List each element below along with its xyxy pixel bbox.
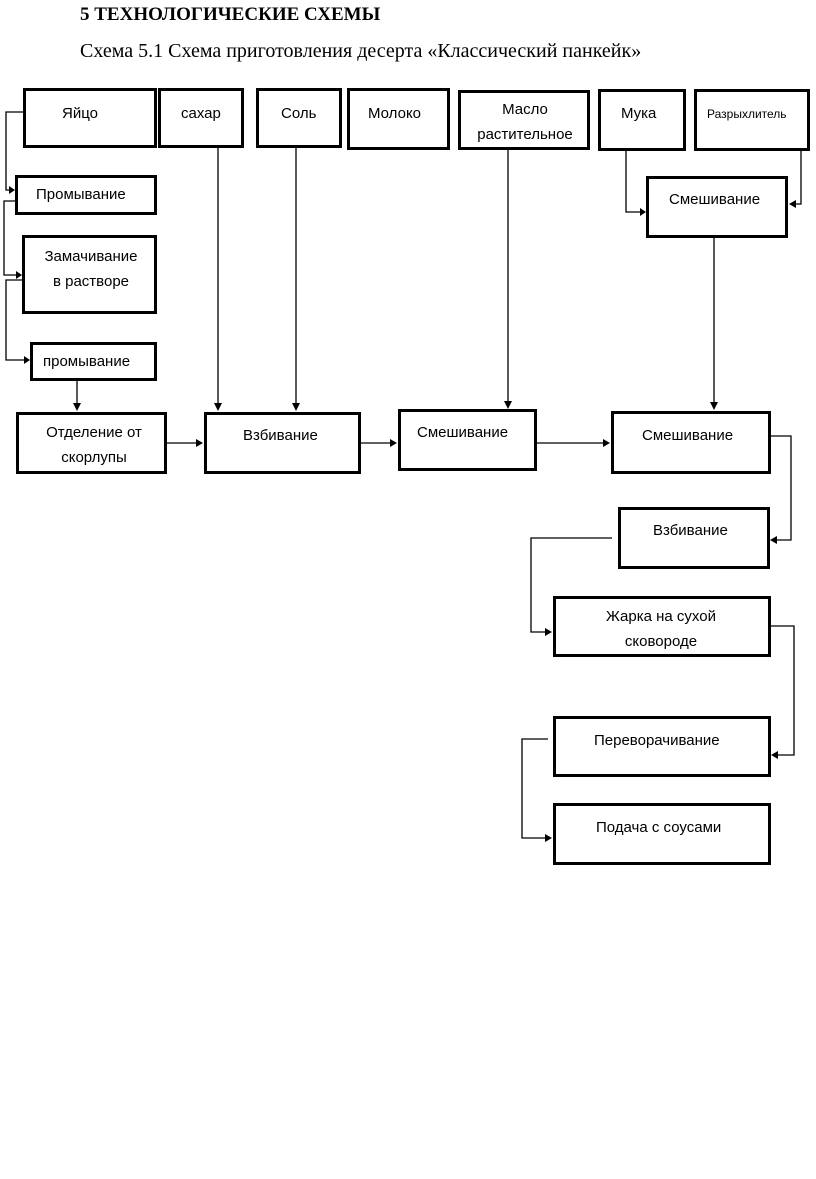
arrowhead-sugar-whipping bbox=[214, 403, 222, 411]
arrowhead-turning-serving bbox=[545, 834, 552, 842]
box-mixing-dry-label: Смешивание bbox=[669, 191, 761, 208]
arrowhead-dry-mixing2 bbox=[710, 402, 718, 410]
box-mixing-1-label: Смешивание bbox=[417, 424, 509, 441]
box-washing-2-label: промывание bbox=[43, 353, 131, 370]
connector-washing-soaking bbox=[3, 200, 17, 276]
box-turning-label: Переворачивание bbox=[594, 732, 720, 749]
box-whipping-2-label: Взбивание bbox=[653, 522, 728, 539]
box-whipping-1-label: Взбивание bbox=[243, 427, 318, 444]
box-shell-separation: Отделение от скорлупы bbox=[16, 412, 167, 474]
box-washing-1-label: Промывание bbox=[36, 186, 126, 203]
box-mixing-2-label: Смешивание bbox=[642, 427, 734, 444]
box-turning: Переворачивание bbox=[553, 716, 771, 777]
arrowhead-flour-mixing bbox=[640, 208, 646, 216]
arrowhead-whipping2-frying bbox=[545, 628, 552, 636]
connector-frying-turning bbox=[771, 625, 795, 756]
box-soaking: Замачивание в растворе bbox=[22, 235, 157, 314]
box-sugar-label: сахар bbox=[181, 105, 221, 122]
box-mixing-1: Смешивание bbox=[398, 409, 537, 471]
box-salt: Соль bbox=[256, 88, 342, 148]
box-milk-label: Молоко bbox=[368, 105, 422, 122]
arrowhead-soaking-washing2 bbox=[24, 356, 30, 364]
arrowhead-mixing2-whipping2 bbox=[770, 536, 777, 544]
box-frying-label: Жарка на сухой сковороде bbox=[606, 608, 716, 650]
arrowhead-frying-turning bbox=[771, 751, 778, 759]
box-whipping-2: Взбивание bbox=[618, 507, 770, 569]
box-egg: Яйцо bbox=[23, 88, 157, 148]
arrowhead-egg-washing bbox=[9, 186, 15, 194]
scheme-caption: Схема 5.1 Схема приготовления десерта «К… bbox=[80, 40, 642, 62]
box-soaking-label: Замачивание в растворе bbox=[44, 248, 138, 290]
box-mixing-dry: Смешивание bbox=[646, 176, 788, 238]
box-frying: Жарка на сухой сковороде bbox=[553, 596, 771, 657]
arrowhead-mixing-mixing2 bbox=[603, 439, 610, 447]
box-baking-powder-label: Разрыхлитель bbox=[707, 107, 787, 121]
box-washing-2: промывание bbox=[30, 342, 157, 381]
connector-turning-serving bbox=[521, 738, 548, 839]
box-oil: Масло растительное bbox=[458, 90, 590, 150]
box-flour: Мука bbox=[598, 89, 686, 151]
box-flour-label: Мука bbox=[621, 105, 657, 122]
box-baking-powder: Разрыхлитель bbox=[694, 89, 810, 151]
box-shell-separation-label: Отделение от скорлупы bbox=[46, 424, 142, 466]
box-salt-label: Соль bbox=[281, 105, 317, 122]
arrowhead-washing2-separation bbox=[73, 403, 81, 411]
box-serving-label: Подача с соусами bbox=[596, 819, 722, 836]
section-heading: 5 ТЕХНОЛОГИЧЕСКИЕ СХЕМЫ bbox=[80, 4, 381, 25]
connector-flour-mixing bbox=[625, 151, 641, 213]
box-mixing-2: Смешивание bbox=[611, 411, 771, 474]
connector-soaking-washing2 bbox=[5, 279, 25, 361]
arrowhead-oil-mixing bbox=[504, 401, 512, 409]
connector-egg-washing bbox=[5, 111, 23, 191]
arrowhead-separation-whipping bbox=[196, 439, 203, 447]
arrowhead-washing-soaking bbox=[16, 271, 22, 279]
box-oil-label: Масло растительное bbox=[477, 101, 573, 143]
box-egg-label: Яйцо bbox=[62, 105, 98, 122]
box-washing-1: Промывание bbox=[15, 175, 157, 215]
box-sugar: сахар bbox=[158, 88, 244, 148]
connector-mixing2-whipping2 bbox=[771, 435, 792, 541]
arrowhead-powder-mixing bbox=[789, 200, 796, 208]
box-whipping-1: Взбивание bbox=[204, 412, 361, 474]
box-milk: Молоко bbox=[347, 88, 450, 150]
arrowhead-salt-whipping bbox=[292, 403, 300, 411]
connector-powder-mixing bbox=[795, 151, 802, 205]
connector-whipping2-frying bbox=[530, 537, 612, 633]
arrowhead-whipping-mixing bbox=[390, 439, 397, 447]
box-serving: Подача с соусами bbox=[553, 803, 771, 865]
